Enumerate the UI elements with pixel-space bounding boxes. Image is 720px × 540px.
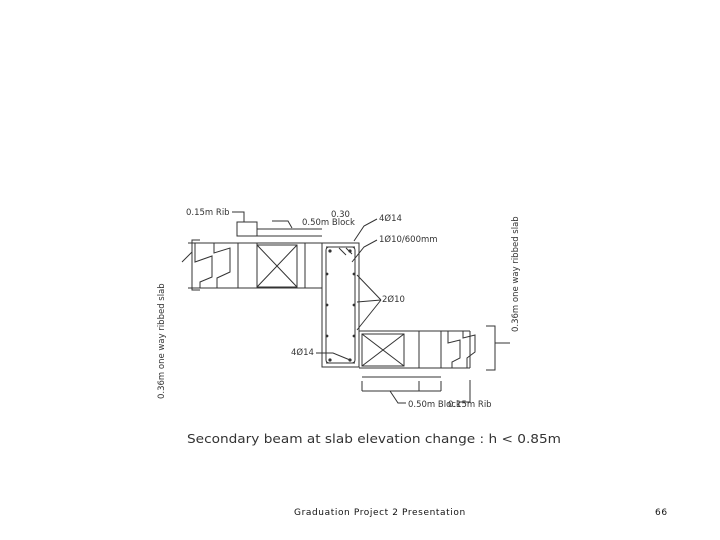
rebar-side-3 [325,303,329,307]
rebar-side-6 [352,334,356,338]
rebar-top-1 [328,249,332,253]
label-stirrups: 1Ø10/600mm [379,234,438,245]
label-side-bars: 2Ø10 [382,294,405,305]
drawing-labels: 0.15m Rib 0.30 0.50m Block 4Ø14 1Ø10/600… [157,208,561,446]
rebar-bottom-1 [328,358,332,362]
drawing-caption: Secondary beam at slab elevation change … [187,432,561,446]
page-number: 66 [655,508,668,518]
label-bottom-bars: 4Ø14 [291,347,314,358]
right-slab [359,325,510,404]
label-width-top: 0.30 [331,210,350,220]
label-top-bars: 4Ø14 [379,213,402,224]
left-slab [181,221,322,291]
label-slab-right: 0.36m one way ribbed slab [511,216,521,332]
rebar-side-5 [325,334,329,338]
label-block-left: 0.50m Block [302,218,355,228]
rebar-side-2 [352,272,356,276]
rebar-dots [325,249,356,362]
rebar-side-4 [352,303,356,307]
label-slab-left: 0.36m one way ribbed slab [157,283,167,399]
rebar-top-2 [348,249,352,253]
leader-lines [232,211,471,403]
footer-title: Graduation Project 2 Presentation [294,508,466,518]
label-block-right: 0.50m Block [408,400,461,410]
drawing-lines [181,211,510,404]
label-rib-right: 0.15m Rib [448,400,492,410]
rebar-side-1 [325,272,329,276]
rebar-bottom-2 [348,358,352,362]
label-rib-left: 0.15m Rib [186,208,230,218]
